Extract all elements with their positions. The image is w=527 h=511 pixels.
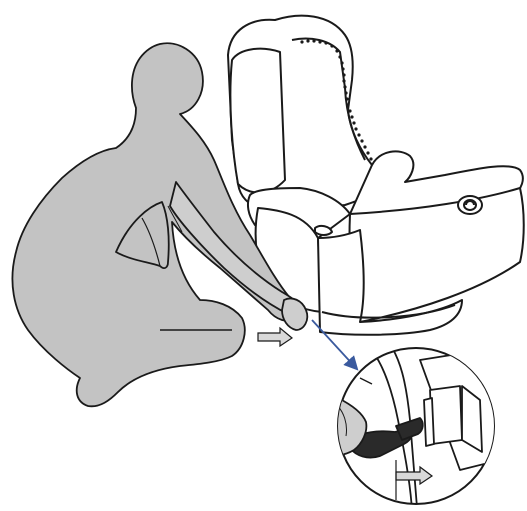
curved-motion-arrow-1: [258, 328, 292, 346]
detail-callout-circle: [286, 344, 510, 511]
recliner-release-button: [458, 196, 482, 214]
chair-back-cushion: [230, 49, 285, 193]
